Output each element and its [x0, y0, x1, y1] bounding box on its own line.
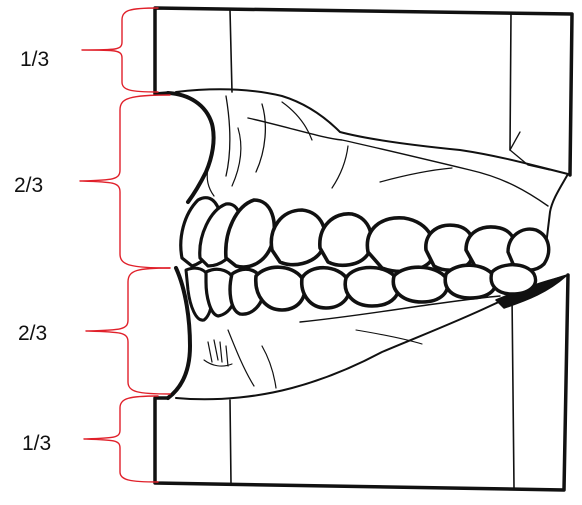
- lower-second-premolar: [302, 268, 350, 308]
- lower-first-premolar: [256, 267, 305, 310]
- lower-first-molar: [345, 268, 398, 307]
- bracket-lower-arch: [86, 268, 170, 394]
- upper-first-molar: [367, 218, 433, 272]
- lower-third-molar: [491, 265, 535, 294]
- upper-cast-base: [155, 8, 572, 175]
- label-upper-arch-proportion: 2/3: [14, 175, 43, 196]
- upper-first-premolar: [271, 210, 325, 265]
- lower-second-molar: [445, 265, 495, 298]
- label-upper-base-proportion: 1/3: [20, 49, 49, 70]
- upper-second-premolar: [320, 214, 372, 265]
- lower-first-molar-distal: [393, 267, 447, 302]
- bracket-upper-base: [82, 8, 158, 92]
- label-lower-arch-proportion: 2/3: [18, 323, 47, 344]
- lower-teeth: [186, 265, 536, 320]
- label-lower-base-proportion: 1/3: [22, 433, 51, 454]
- bracket-upper-arch: [80, 95, 170, 268]
- upper-teeth: [181, 198, 549, 272]
- bracket-lower-base: [84, 396, 158, 482]
